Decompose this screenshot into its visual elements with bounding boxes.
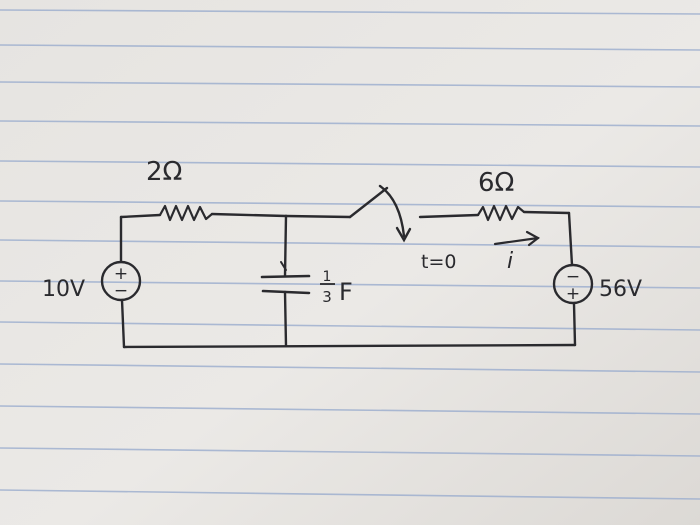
voltage-source-10v-icon: + − bbox=[100, 260, 142, 302]
switch-time-label: t=0 bbox=[421, 251, 456, 273]
resistor-6ohm-label: 6Ω bbox=[478, 168, 514, 198]
capacitor-icon bbox=[260, 261, 311, 295]
resistor-2ohm-icon bbox=[159, 204, 213, 222]
source-10v-plus-sign: + bbox=[114, 264, 128, 284]
voltage-source-56v-icon: − + bbox=[552, 263, 594, 305]
source-10v-label: 10V bbox=[42, 277, 85, 302]
source-10v-minus-sign: − bbox=[114, 281, 128, 301]
source-56v-minus-sign: − bbox=[566, 267, 580, 287]
current-arrow-icon bbox=[493, 230, 541, 247]
capacitor-label-denominator: 3 bbox=[322, 288, 332, 306]
capacitor-label: 1 3 F bbox=[320, 269, 353, 306]
ruled-lines bbox=[0, 9, 700, 500]
source-56v-plus-sign: + bbox=[566, 284, 580, 304]
switch-icon bbox=[348, 184, 412, 243]
source-56v-label: 56V bbox=[599, 277, 642, 302]
resistor-2ohm-label: 2Ω bbox=[146, 157, 182, 187]
capacitor-label-numerator: 1 bbox=[323, 269, 332, 285]
capacitor-label-unit: F bbox=[339, 278, 353, 306]
current-label: i bbox=[507, 249, 513, 274]
resistor-6ohm-icon bbox=[477, 204, 525, 222]
circuit-wires bbox=[119, 210, 577, 349]
